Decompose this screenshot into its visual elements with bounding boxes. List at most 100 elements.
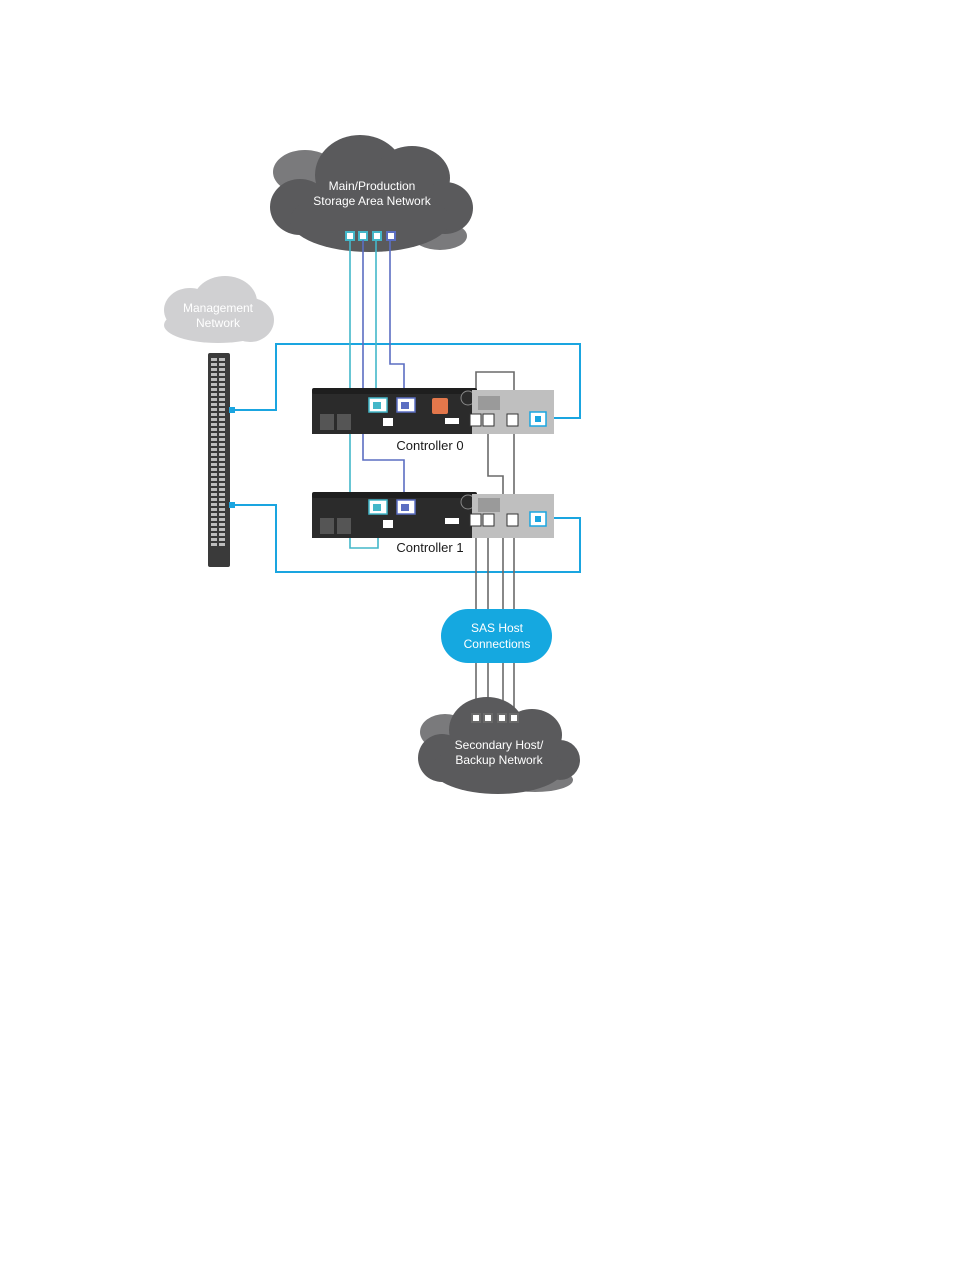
controller-0-chassis	[312, 392, 472, 434]
secondary-label-line1: Secondary Host/	[455, 738, 544, 752]
main-san-label-line1: Main/Production	[329, 179, 416, 193]
switch-port	[219, 493, 225, 496]
switch-port	[219, 383, 225, 386]
san-port-4	[387, 232, 395, 240]
switch-port	[211, 473, 217, 476]
switch-port	[219, 438, 225, 441]
switch-port-link-0	[229, 407, 235, 413]
switch-port	[219, 443, 225, 446]
switch-port	[219, 393, 225, 396]
sas-host-label-line2: Connections	[464, 637, 531, 651]
switch-port	[219, 408, 225, 411]
switch-port	[211, 503, 217, 506]
switch-port	[211, 528, 217, 531]
controller-0-label: Controller 0	[396, 438, 463, 453]
secondary-port-1	[472, 714, 480, 722]
switch-port	[219, 518, 225, 521]
switch-port	[211, 363, 217, 366]
management-label-line2: Network	[196, 316, 241, 330]
switch-port	[219, 473, 225, 476]
switch-port	[211, 438, 217, 441]
switch-port	[211, 368, 217, 371]
secondary-network-cloud: Secondary Host/ Backup Network	[418, 697, 580, 794]
switch-port	[219, 478, 225, 481]
switch-port	[219, 523, 225, 526]
switch-port	[211, 483, 217, 486]
controller-0-sas-port-2	[483, 414, 494, 426]
switch-port	[211, 493, 217, 496]
controller-0-sas-port-1	[470, 414, 481, 426]
switch-port	[211, 453, 217, 456]
switch-port	[219, 398, 225, 401]
controller-1-sas-port-2	[483, 514, 494, 526]
management-network-cloud: Management Network	[164, 276, 274, 343]
switch-port	[219, 453, 225, 456]
controller-0: Controller 0	[312, 388, 554, 453]
switch-port	[219, 508, 225, 511]
switch-port	[211, 408, 217, 411]
switch-port	[219, 483, 225, 486]
switch-port	[219, 358, 225, 361]
switch-port	[211, 378, 217, 381]
switch-port	[219, 468, 225, 471]
switch-port-link-1	[229, 502, 235, 508]
switch-port	[211, 413, 217, 416]
sas-host-connections-cloud: SAS Host Connections	[441, 609, 552, 663]
switch-port	[211, 468, 217, 471]
switch-port	[211, 418, 217, 421]
controller-1-sas-port-1	[470, 514, 481, 526]
switch-port	[211, 538, 217, 541]
switch-port	[219, 418, 225, 421]
switch-port	[219, 368, 225, 371]
switch-port	[219, 543, 225, 546]
switch-port	[211, 498, 217, 501]
san-port-1	[346, 232, 354, 240]
switch-port	[211, 443, 217, 446]
rack-switch-icon	[208, 353, 230, 567]
switch-port	[211, 448, 217, 451]
switch-port	[211, 373, 217, 376]
switch-port	[211, 523, 217, 526]
switch-port	[219, 463, 225, 466]
san-port-2	[359, 232, 367, 240]
switch-port	[211, 488, 217, 491]
switch-port	[219, 458, 225, 461]
secondary-port-3	[498, 714, 506, 722]
switch-port	[211, 508, 217, 511]
secondary-port-4	[510, 714, 518, 722]
switch-port	[219, 378, 225, 381]
switch-port	[219, 433, 225, 436]
switch-port	[219, 423, 225, 426]
switch-port	[219, 363, 225, 366]
switch-port	[219, 533, 225, 536]
switch-port	[211, 358, 217, 361]
main-san-label-line2: Storage Area Network	[313, 194, 431, 208]
main-san-cloud: Main/Production Storage Area Network	[270, 135, 473, 252]
switch-port	[211, 403, 217, 406]
controller-1-label: Controller 1	[396, 540, 463, 555]
switch-port	[211, 518, 217, 521]
switch-port	[219, 373, 225, 376]
switch-port	[211, 383, 217, 386]
switch-port	[211, 533, 217, 536]
controller-1: Controller 1	[312, 492, 554, 555]
san-port-3	[373, 232, 381, 240]
switch-port	[211, 388, 217, 391]
switch-port	[211, 463, 217, 466]
management-label-line1: Management	[183, 301, 254, 315]
switch-port	[211, 543, 217, 546]
sas-host-label-line1: SAS Host	[471, 621, 524, 635]
switch-port	[219, 503, 225, 506]
controller-0-orange-handle	[432, 398, 448, 414]
switch-port	[211, 393, 217, 396]
controller-1-chassis	[312, 496, 472, 538]
switch-port	[211, 423, 217, 426]
switch-port	[211, 513, 217, 516]
switch-port	[219, 513, 225, 516]
switch-port	[211, 458, 217, 461]
switch-port	[211, 398, 217, 401]
secondary-label-line2: Backup Network	[455, 753, 543, 767]
secondary-port-2	[484, 714, 492, 722]
switch-port	[219, 413, 225, 416]
